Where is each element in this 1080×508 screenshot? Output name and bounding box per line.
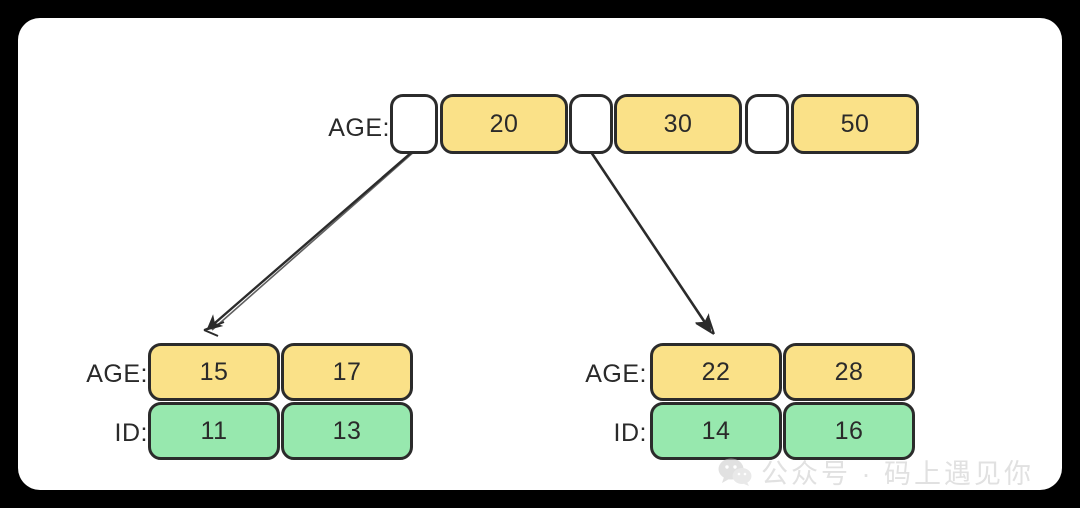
arrow-root-to-right-leaf [589, 151, 715, 335]
root-pointer-2[interactable] [745, 94, 789, 154]
right-leaf-id-label: ID: [613, 419, 647, 447]
right-leaf-age-label: AGE: [585, 360, 647, 388]
left-leaf-id-13[interactable]: 13 [281, 402, 413, 460]
right-leaf-id-16[interactable]: 16 [783, 402, 915, 460]
right-leaf-id-14[interactable]: 14 [650, 402, 782, 460]
root-key-30[interactable]: 30 [614, 94, 742, 154]
root-pointer-0[interactable] [390, 94, 438, 154]
root-key-50[interactable]: 50 [791, 94, 919, 154]
right-leaf-age-28[interactable]: 28 [783, 343, 915, 401]
root-age-label: AGE: [328, 114, 390, 142]
watermark: 公众号 · 码上遇见你 [718, 452, 1034, 490]
left-leaf-id-label: ID: [114, 419, 148, 447]
left-leaf-age-17[interactable]: 17 [281, 343, 413, 401]
diagram-canvas: AGE: 20 30 50 AGE: ID: 15 17 11 13 AGE: … [18, 18, 1062, 490]
root-key-20[interactable]: 20 [440, 94, 568, 154]
wechat-icon [718, 458, 752, 486]
root-pointer-1[interactable] [569, 94, 613, 154]
left-leaf-id-11[interactable]: 11 [148, 402, 280, 460]
watermark-text: 公众号 · 码上遇见你 [761, 459, 1034, 489]
left-leaf-age-label: AGE: [86, 360, 148, 388]
right-leaf-age-22[interactable]: 22 [650, 343, 782, 401]
left-leaf-age-15[interactable]: 15 [148, 343, 280, 401]
arrow-root-to-left-leaf [203, 149, 417, 337]
